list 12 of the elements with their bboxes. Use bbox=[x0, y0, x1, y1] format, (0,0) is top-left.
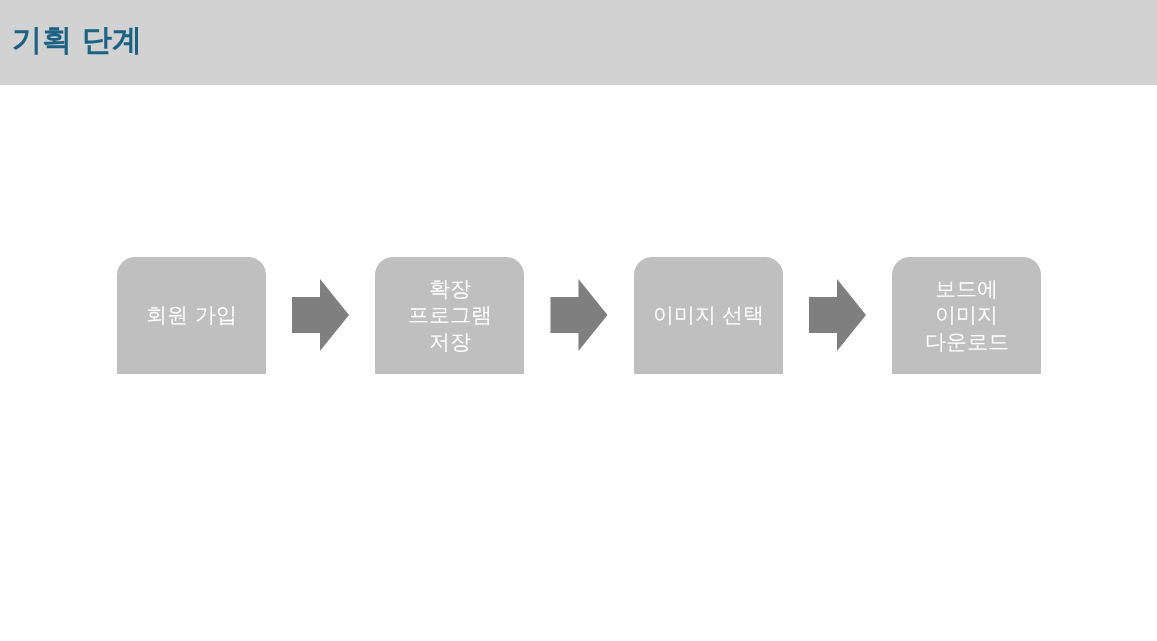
process-box bbox=[892, 257, 1041, 374]
block-arrow bbox=[550, 279, 608, 351]
title: 기획 단계 bbox=[12, 21, 143, 59]
process-box bbox=[117, 257, 266, 374]
step-label: 보드에 이미지 다운로드 bbox=[923, 276, 1010, 355]
process-box bbox=[375, 257, 524, 374]
step-label: 회원 가입 bbox=[146, 302, 237, 329]
step-label: 확장 프로그램 저장 bbox=[406, 276, 493, 355]
step-label: 이미지 선택 bbox=[652, 302, 765, 329]
process-box bbox=[634, 257, 783, 374]
block-arrow bbox=[809, 279, 866, 351]
block-arrow bbox=[292, 279, 349, 351]
